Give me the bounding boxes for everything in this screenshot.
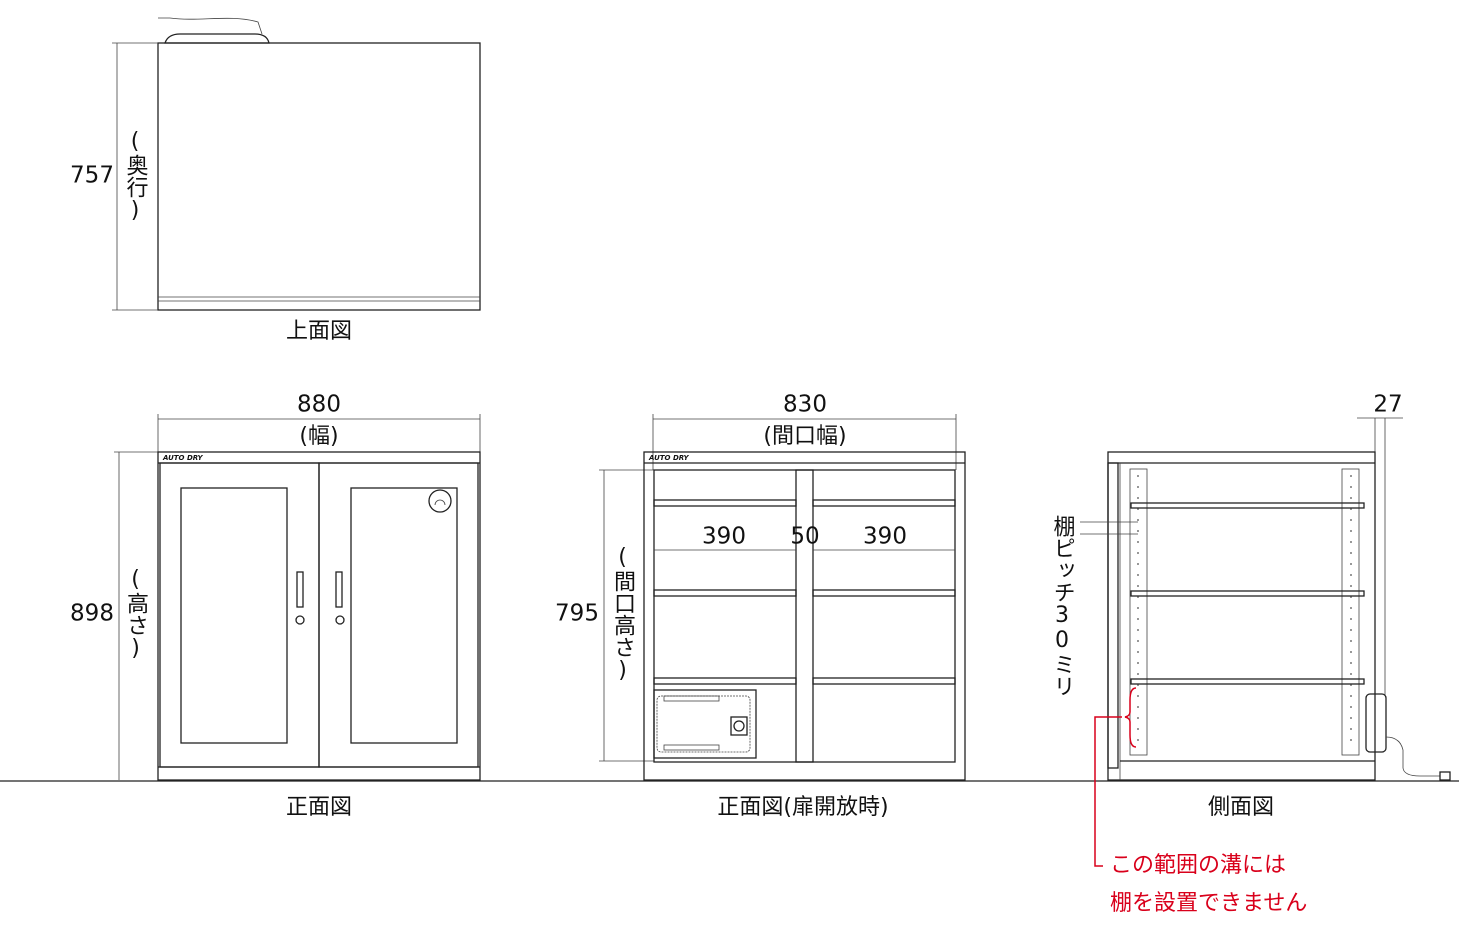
width-value: 880: [297, 392, 341, 418]
open-view-caption: 正面図(扉開放時): [717, 795, 888, 820]
cabinet-outline: [157, 451, 481, 781]
dehumidifier-unit: [653, 689, 757, 759]
power-cord-side-icon: [1385, 736, 1440, 777]
dial-icon: [733, 720, 745, 732]
dehumidifier-top-icon: [164, 33, 270, 44]
left-shelf-rail: [1129, 468, 1148, 756]
opening-width-value: 830: [783, 392, 827, 418]
right-door: [318, 462, 479, 768]
plug-icon: [1439, 771, 1451, 781]
top-view-outline: [157, 42, 481, 311]
right-lock-icon: [335, 615, 345, 625]
opening-width-label: (間口幅): [763, 424, 846, 449]
front-view-caption: 正面図: [286, 795, 352, 820]
right-shelf-rail: [1341, 468, 1360, 756]
left-compartment-width: 390: [702, 524, 746, 550]
left-door-window: [180, 487, 288, 744]
width-label: (幅): [299, 424, 338, 449]
height-value: 898: [70, 601, 114, 627]
divider-width: 50: [790, 524, 819, 550]
opening-height-label: (間口高さ): [610, 545, 635, 683]
brand-logo: AUTO DRY: [162, 454, 204, 462]
side-shelves: [1130, 502, 1365, 685]
protrusion-value: 27: [1373, 392, 1402, 418]
dehumidifier-side: [1365, 693, 1387, 753]
door-edge: [1107, 462, 1119, 769]
right-compartment-width: 390: [863, 524, 907, 550]
depth-label: (奥行): [123, 129, 149, 223]
right-door-window: [350, 487, 458, 744]
depth-value: 757: [70, 163, 114, 189]
note-line-2: 棚を設置できません: [1110, 891, 1307, 916]
hygrometer-icon: [428, 489, 452, 513]
brand-logo-open: AUTO DRY: [648, 454, 690, 462]
side-view-caption: 側面図: [1208, 795, 1274, 820]
left-lock-icon: [295, 615, 305, 625]
no-shelf-range-bracket: [1124, 687, 1137, 748]
shelves: [653, 499, 956, 685]
left-door: [159, 462, 320, 768]
power-cord-icon: [158, 17, 263, 35]
top-view: 757 (奥行) 上面図: [70, 17, 481, 344]
height-label: (高さ): [123, 567, 148, 661]
left-handle: [296, 571, 304, 608]
note-leader-line: [1094, 716, 1122, 867]
side-view: 27 棚ピッチ30ミリ この範囲の溝には 棚を設置できません 側面図: [1050, 392, 1451, 916]
interior-opening: [653, 469, 956, 763]
top-view-caption: 上面図: [286, 319, 352, 344]
front-view: 880 (幅) 898 (高さ) AUTO DRY 正面図: [70, 392, 481, 820]
right-handle: [335, 571, 343, 608]
open-cabinet-outline: [643, 451, 966, 781]
shelf-pitch-label: 棚ピッチ30ミリ: [1050, 515, 1076, 697]
side-outline: [1107, 451, 1376, 781]
note-line-1: この範囲の溝には: [1110, 853, 1286, 878]
center-divider: [795, 469, 814, 763]
open-front-view: 830 (間口幅) 795 (間口高さ) AUTO DRY 390 50 390…: [555, 392, 966, 820]
opening-height-value: 795: [555, 601, 599, 627]
